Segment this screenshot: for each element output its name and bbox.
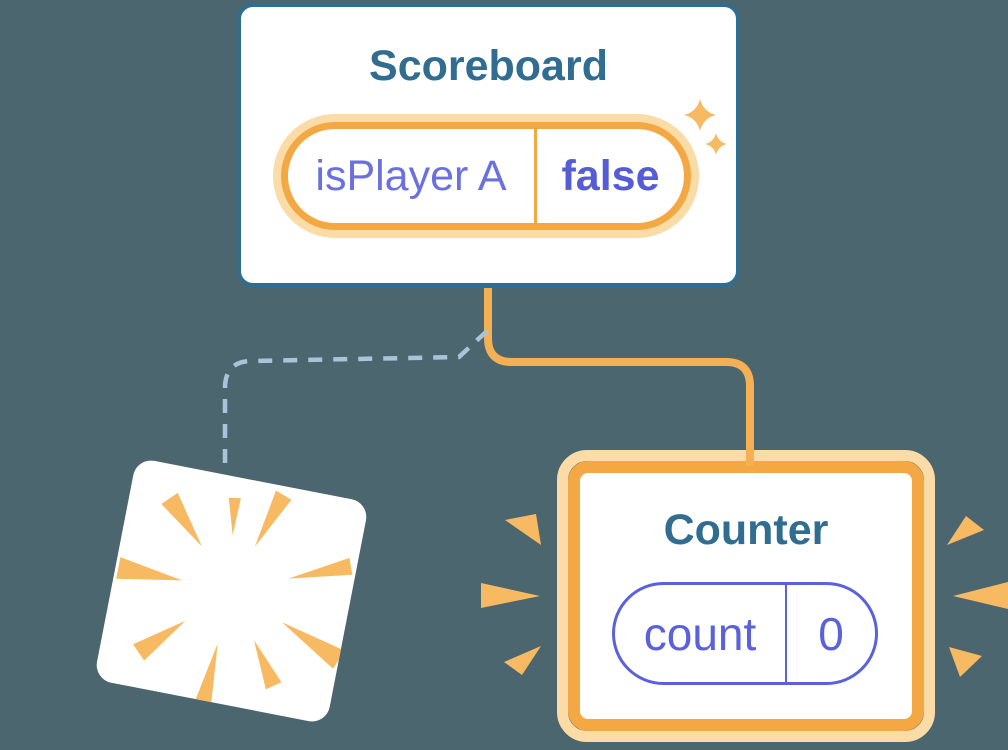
scoreboard-title: Scoreboard bbox=[369, 42, 608, 90]
ray-shape bbox=[504, 646, 541, 675]
state-name: count bbox=[643, 607, 757, 660]
burst-spike bbox=[195, 643, 218, 704]
counter-card-border: Counter count 0 bbox=[568, 461, 924, 731]
state-value: 0 bbox=[818, 607, 844, 660]
prop-pill: isPlayer A false bbox=[281, 122, 691, 230]
scoreboard-card: Scoreboard isPlayer A false bbox=[237, 3, 740, 287]
burst-spike bbox=[281, 622, 345, 669]
prop-value: false bbox=[561, 151, 660, 200]
burst-spike bbox=[116, 557, 183, 581]
ray-shape bbox=[953, 582, 1008, 609]
burst-spike bbox=[133, 620, 186, 661]
burst-spike bbox=[254, 640, 282, 690]
ray-shape bbox=[947, 516, 984, 545]
sparkle-icon bbox=[684, 99, 716, 131]
destroyed-component-card bbox=[93, 457, 370, 725]
emphasis-rays-right-icon bbox=[947, 516, 1008, 677]
burst-spike bbox=[254, 490, 292, 547]
solid-connector-line bbox=[484, 288, 754, 466]
dashed-connector-line bbox=[222, 329, 489, 463]
pill-divider bbox=[534, 129, 537, 223]
burst-spike bbox=[228, 497, 241, 536]
burst-icon bbox=[116, 490, 353, 704]
counter-card-content: Counter count 0 bbox=[580, 473, 912, 719]
sparkle-icon bbox=[705, 133, 727, 155]
ray-shape bbox=[505, 514, 541, 545]
ray-shape bbox=[481, 583, 540, 608]
ray-shape bbox=[949, 647, 982, 677]
pill-divider bbox=[785, 585, 787, 682]
burst-spike bbox=[288, 557, 353, 579]
counter-card: Counter count 0 bbox=[557, 450, 935, 742]
burst-spike bbox=[161, 492, 202, 547]
state-pill: count 0 bbox=[612, 582, 878, 685]
prop-name: isPlayer A bbox=[315, 151, 507, 200]
emphasis-rays-left-icon bbox=[481, 514, 541, 675]
counter-title: Counter bbox=[663, 506, 829, 554]
